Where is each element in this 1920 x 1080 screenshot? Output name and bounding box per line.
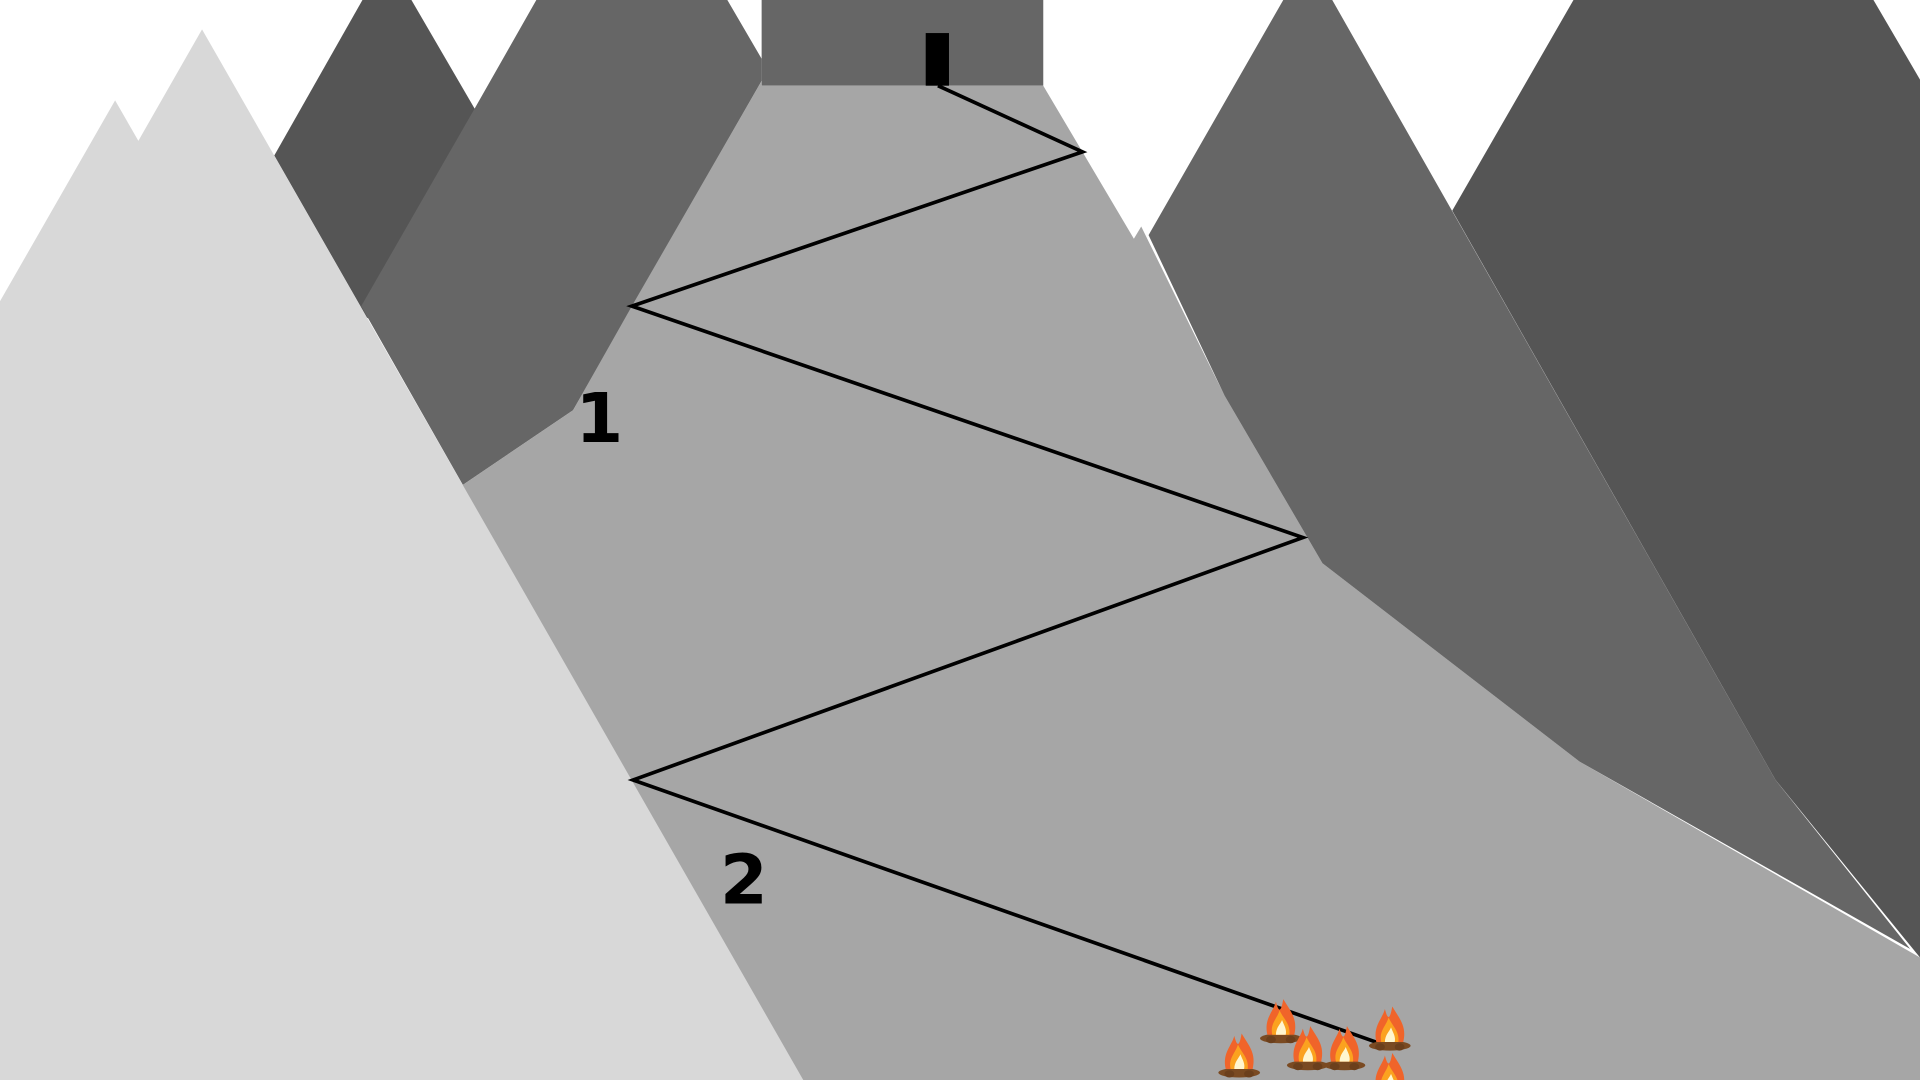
far-right-mountain	[1452, 0, 1920, 958]
near-left-mountain	[0, 29, 804, 1080]
checkpoint-label-1: 1	[576, 379, 624, 459]
summit-door[interactable]	[925, 33, 949, 86]
far-left-mountain	[274, 0, 490, 319]
checkpoint-label-2: 2	[720, 841, 768, 921]
mid-left-mountain	[361, 0, 762, 485]
ground-slope	[462, 80, 1920, 1080]
trail-path	[626, 84, 1391, 1049]
mid-right-mountain	[1148, 0, 1911, 949]
summit-plateau	[761, 0, 1044, 86]
